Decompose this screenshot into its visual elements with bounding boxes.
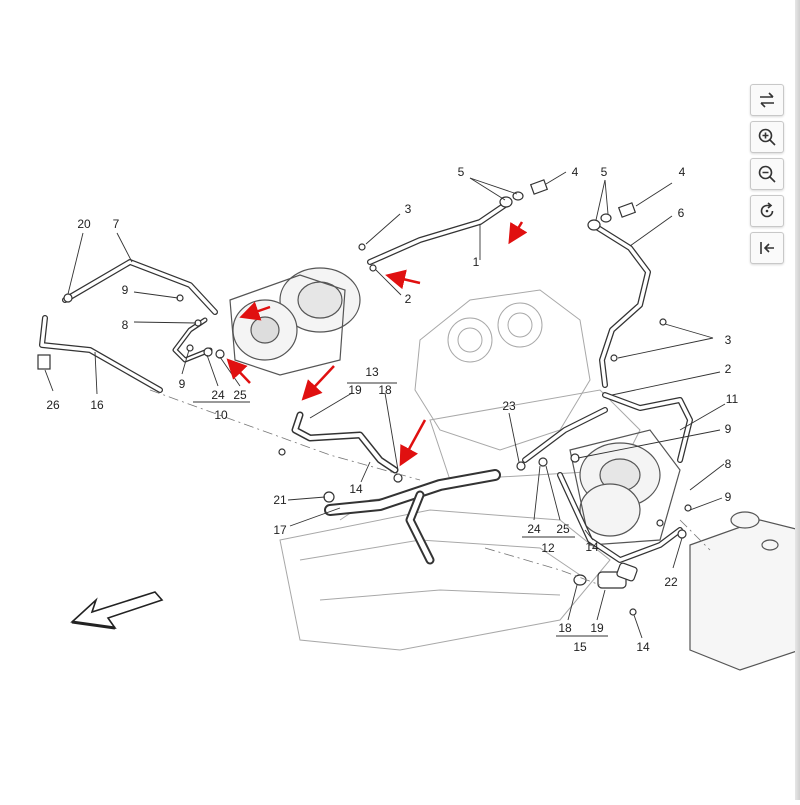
callout-label: 17 bbox=[273, 523, 287, 537]
callout-label: 13 bbox=[365, 365, 379, 379]
red-arrow bbox=[385, 269, 421, 290]
callout-label: 20 bbox=[77, 217, 91, 231]
callout-label: 3 bbox=[725, 333, 732, 347]
zoom-out-button[interactable] bbox=[750, 158, 784, 190]
red-arrow bbox=[239, 301, 271, 321]
callout-label: 25 bbox=[233, 388, 247, 402]
coolant-pipes bbox=[39, 202, 693, 565]
callout-label: 11 bbox=[726, 392, 739, 406]
callout-label: 19 bbox=[348, 383, 362, 397]
callout-label: 9 bbox=[725, 422, 732, 436]
highlight-arrows bbox=[226, 221, 528, 467]
callout-label: 5 bbox=[601, 165, 608, 179]
scrollbar-track[interactable] bbox=[795, 0, 800, 800]
fittings bbox=[37, 179, 692, 616]
callout-label: 7 bbox=[113, 217, 120, 231]
callout-label: 25 bbox=[556, 522, 570, 536]
callout-label: 15 bbox=[573, 640, 587, 654]
callout-label: 9 bbox=[122, 283, 129, 297]
red-arrow bbox=[399, 419, 427, 467]
zoom-out-icon bbox=[758, 165, 776, 183]
callout-label: 4 bbox=[572, 165, 579, 179]
red-arrow bbox=[301, 365, 335, 401]
callout-label: 21 bbox=[273, 493, 287, 507]
viewer-toolbar bbox=[750, 84, 786, 264]
callout-label: 18 bbox=[558, 621, 572, 635]
callout-label: 9 bbox=[725, 490, 732, 504]
red-arrow bbox=[226, 358, 251, 384]
callout-label: 6 bbox=[678, 206, 685, 220]
group-brackets bbox=[193, 382, 608, 637]
callout-label: 14 bbox=[349, 482, 363, 496]
callout-label: 12 bbox=[541, 541, 555, 555]
callout-label: 23 bbox=[502, 399, 516, 413]
callout-label: 4 bbox=[679, 165, 686, 179]
turbocharger-left bbox=[229, 267, 361, 376]
callout-label: 2 bbox=[725, 362, 732, 376]
callout-label: 24 bbox=[211, 388, 225, 402]
callout-labels: 1 2 2 3 3 4 4 5 5 6 7 8 8 9 9 9 9 10 11 … bbox=[46, 165, 738, 654]
callout-label: 14 bbox=[636, 640, 650, 654]
callout-label: 16 bbox=[90, 398, 104, 412]
rotate-button[interactable] bbox=[750, 195, 784, 227]
callout-label: 5 bbox=[458, 165, 465, 179]
collapse-panel-icon bbox=[760, 242, 774, 254]
rotate-icon bbox=[760, 202, 774, 218]
red-arrow bbox=[508, 221, 528, 245]
callout-label: 26 bbox=[46, 398, 60, 412]
dashed-centerlines bbox=[149, 389, 711, 586]
callout-label: 18 bbox=[378, 383, 392, 397]
leader-lines bbox=[44, 171, 726, 639]
callout-label: 19 bbox=[590, 621, 604, 635]
callout-label: 10 bbox=[214, 408, 228, 422]
zoom-in-button[interactable] bbox=[750, 121, 784, 153]
callout-label: 14 bbox=[585, 540, 599, 554]
expansion-tank bbox=[689, 511, 800, 671]
callout-label: 3 bbox=[405, 202, 412, 216]
callout-label: 8 bbox=[122, 318, 129, 332]
orientation-arrow bbox=[70, 591, 164, 630]
swap-button[interactable] bbox=[750, 84, 784, 116]
callout-label: 1 bbox=[473, 255, 480, 269]
callout-label: 2 bbox=[405, 292, 412, 306]
swap-icon bbox=[760, 92, 774, 108]
turbocharger-right bbox=[569, 429, 681, 546]
callout-label: 22 bbox=[664, 575, 678, 589]
collapse-panel-button[interactable] bbox=[750, 232, 784, 264]
zoom-in-icon bbox=[758, 128, 776, 146]
callout-label: 9 bbox=[179, 377, 186, 391]
callout-label: 24 bbox=[527, 522, 541, 536]
callout-label: 8 bbox=[725, 457, 732, 471]
